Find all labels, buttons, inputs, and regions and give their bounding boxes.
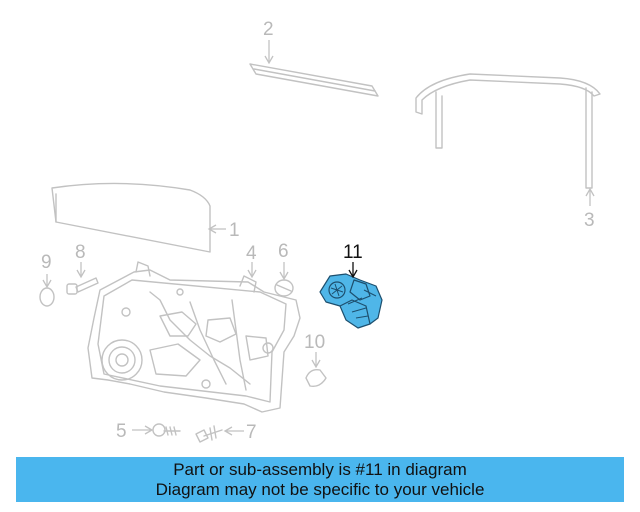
banner-line-2: Diagram may not be specific to your vehi…: [155, 480, 485, 499]
callout-9[interactable]: 9: [41, 252, 52, 273]
callout-3[interactable]: 3: [584, 210, 595, 231]
callout-8[interactable]: 8: [75, 242, 86, 263]
info-banner: Part or sub-assembly is #11 in diagram D…: [16, 457, 624, 502]
part-5-screw[interactable]: [152, 423, 181, 437]
part-4-regulator-carrier[interactable]: [87, 261, 301, 413]
part-9-grommet[interactable]: [39, 287, 55, 307]
part-2-belt-moulding[interactable]: [249, 63, 379, 97]
part-10-clip[interactable]: [305, 368, 327, 388]
part-11-window-motor[interactable]: [319, 273, 383, 329]
callout-7[interactable]: 7: [246, 422, 257, 443]
callout-11[interactable]: 11: [343, 242, 363, 263]
part-6-plug[interactable]: [274, 279, 294, 297]
part-7-push-pin[interactable]: [195, 425, 223, 443]
part-8-bolt[interactable]: [66, 277, 99, 295]
callout-10[interactable]: 10: [304, 332, 325, 353]
callout-5[interactable]: 5: [116, 421, 127, 442]
callout-6[interactable]: 6: [278, 241, 289, 262]
callout-1[interactable]: 1: [229, 220, 240, 241]
part-1-door-glass[interactable]: [51, 182, 211, 253]
callout-4[interactable]: 4: [246, 243, 257, 264]
parts-diagram: 2 3 1 9 8: [39, 19, 601, 443]
banner-line-1: Part or sub-assembly is #11 in diagram: [173, 460, 467, 479]
part-3-weatherstrip[interactable]: [415, 73, 601, 189]
callout-2[interactable]: 2: [263, 19, 274, 40]
